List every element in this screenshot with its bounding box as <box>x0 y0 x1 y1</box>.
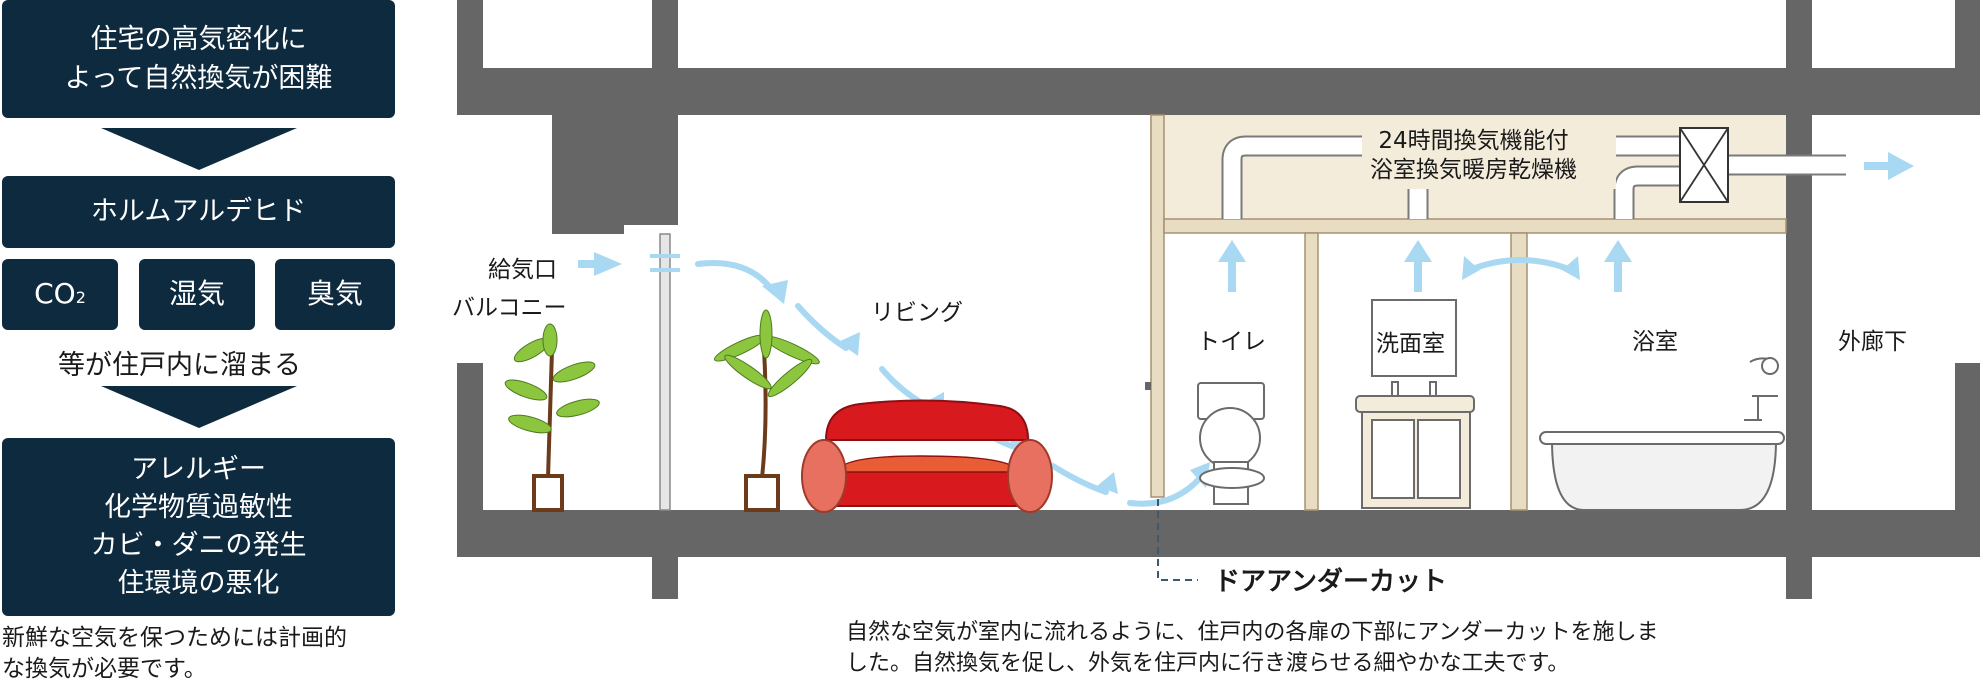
box3-line1: アレルギー <box>131 454 266 486</box>
chip-humidity: 湿気 <box>139 259 255 330</box>
toilet-fixture <box>1197 382 1265 505</box>
fan-label-line2: 浴室換気暖房乾燥機 <box>1370 157 1577 184</box>
ventilation-note: 新鮮な空気を保つためには計画的 な換気が必要です。 <box>2 623 347 685</box>
sash-frame <box>659 233 671 511</box>
exhaust-out-arrow-shaft <box>1864 162 1890 170</box>
living-palm-plant <box>713 309 820 512</box>
box1-line1: 住宅の高気密化に <box>90 23 307 55</box>
note-line1: 新鮮な空気を保つためには計画的 <box>2 625 347 651</box>
undercut-leader <box>1157 499 1198 581</box>
interior-partitions <box>1150 114 1787 511</box>
door-hinge <box>1145 382 1151 390</box>
concrete-structure <box>457 0 1980 599</box>
supply-port-icon <box>650 254 680 272</box>
box3-line3: カビ・ダニの発生 <box>90 530 307 561</box>
box1-line2: よって自然換気が困難 <box>64 63 333 94</box>
health-effects-box: アレルギー 化学物質過敏性 カビ・ダニの発生 住環境の悪化 <box>2 438 395 616</box>
exhaust-duct-inner <box>1223 137 1846 219</box>
high-airtightness-box: 住宅の高気密化に よって自然換気が困難 <box>2 0 395 118</box>
bathtub-fixture <box>1539 357 1785 511</box>
fan-label-backing <box>1362 123 1616 189</box>
down-arrow-2-icon <box>101 386 297 428</box>
note-line2: な換気が必要です。 <box>2 656 207 683</box>
chip-co2-main: CO <box>34 277 76 311</box>
washroom-label: 洗面室 <box>1376 331 1445 357</box>
corridor-label: 外廊下 <box>1838 329 1907 355</box>
caption-line2: した。自然換気を促し、外気を住戸内に行き渡らせる細やかな工夫です。 <box>846 650 1570 676</box>
box2-label: ホルムアルデヒド <box>90 196 307 228</box>
ventilation-fan-unit <box>1679 127 1729 203</box>
supply-arrow-shaft <box>578 260 596 268</box>
up-arrows <box>1218 240 1632 292</box>
box3-line4: 住環境の悪化 <box>117 567 280 599</box>
formaldehyde-box: ホルムアルデヒド <box>2 176 395 248</box>
chip-odor-label: 臭気 <box>306 277 363 311</box>
caption-line1: 自然な空気が室内に流れるように、住戸内の各扉の下部にアンダーカットを施しま <box>846 620 1659 645</box>
chip-co2-sub: 2 <box>75 288 86 308</box>
washbasin-fixture <box>1355 299 1475 509</box>
diagram-caption: 自然な空気が室内に流れるように、住戸内の各扉の下部にアンダーカットを施しま した… <box>846 618 1658 680</box>
down-arrow-1-icon <box>101 128 297 170</box>
undercut-label: ドアアンダーカット <box>1214 567 1447 597</box>
box3-line2: 化学物質過敏性 <box>104 492 293 524</box>
toilet-label: トイレ <box>1197 329 1266 355</box>
supply-port-label: 給気口 <box>488 257 557 283</box>
chip-humidity-label: 湿気 <box>168 277 225 311</box>
fan-label-line1: 24時間換気機能付 <box>1378 128 1569 154</box>
accumulate-text: 等が住戸内に溜まる <box>58 350 301 381</box>
bathroom-label: 浴室 <box>1632 329 1678 355</box>
balcony-plant <box>504 323 600 512</box>
chip-odor: 臭気 <box>275 259 395 330</box>
red-sofa <box>801 399 1053 513</box>
balcony-label: バルコニー <box>452 295 567 321</box>
fan-label: 24時間換気機能付 浴室換気暖房乾燥機 <box>1370 127 1577 186</box>
chip-co2: CO2 <box>2 259 118 330</box>
living-label: リビング <box>871 300 963 326</box>
